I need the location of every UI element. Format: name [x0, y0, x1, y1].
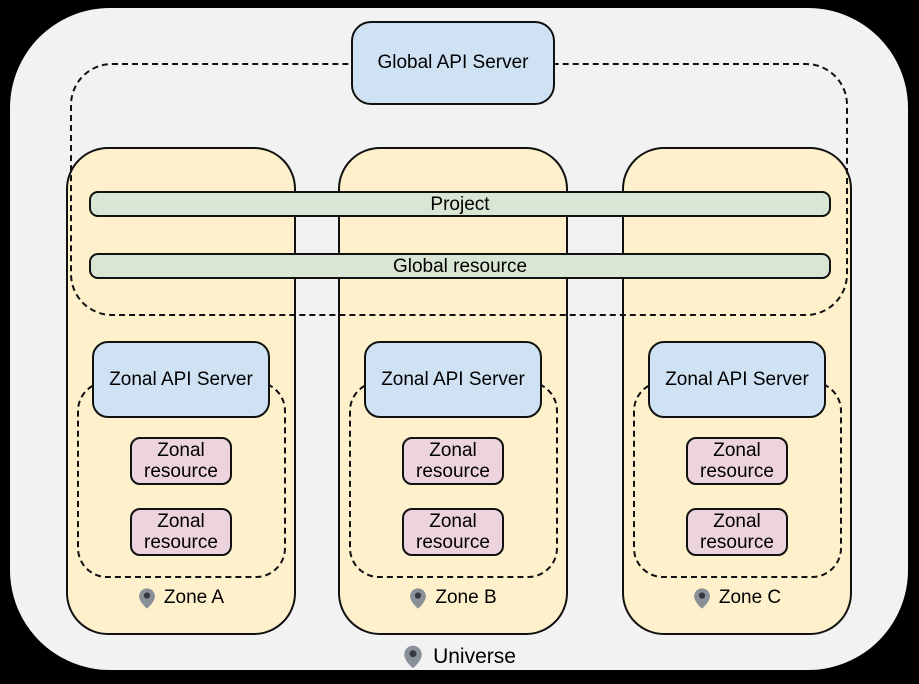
project-bar: Project — [89, 191, 831, 217]
zone-name-label: Zone A — [163, 587, 225, 608]
zonal-resource-box: Zonal resource — [686, 508, 788, 556]
location-pin-icon — [404, 645, 422, 669]
zonal-api-server-box: Zonal API Server — [648, 341, 826, 418]
zonal-resource-box: Zonal resource — [130, 437, 232, 485]
zone-a-container: Zonal API Server Zonal resource Zonal re… — [66, 147, 296, 635]
zone-c-container: Zonal API Server Zonal resource Zonal re… — [622, 147, 852, 635]
location-pin-icon — [139, 587, 155, 609]
location-pin-icon — [410, 587, 427, 609]
zonal-resource-box: Zonal resource — [402, 437, 504, 485]
zone-name-label: Zone C — [718, 587, 782, 608]
zone-c-label-row: Zone C — [624, 585, 850, 611]
zonal-api-server-box: Zonal API Server — [92, 341, 270, 418]
universe-label-row: Universe — [0, 643, 919, 671]
global-resource-bar: Global resource — [89, 253, 831, 279]
zonal-resource-box: Zonal resource — [130, 508, 232, 556]
universe-label: Universe — [433, 645, 516, 668]
zone-name-label: Zone B — [435, 587, 497, 608]
zone-a-label-row: Zone A — [68, 585, 294, 611]
zonal-resource-box: Zonal resource — [686, 437, 788, 485]
global-api-server-box: Global API Server — [351, 21, 555, 105]
zonal-resource-box: Zonal resource — [402, 508, 504, 556]
zone-b-container: Zonal API Server Zonal resource Zonal re… — [338, 147, 568, 635]
zone-b-label-row: Zone B — [340, 585, 566, 611]
zonal-api-server-box: Zonal API Server — [364, 341, 542, 418]
location-pin-icon — [693, 587, 710, 609]
